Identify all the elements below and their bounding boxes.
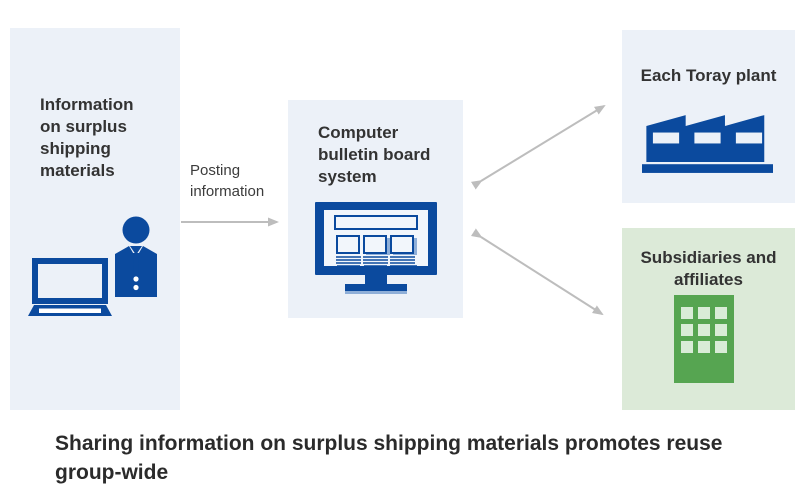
subsidiaries-label: Subsidiaries and affiliates (640, 248, 777, 289)
caption: Sharing information on surplus shipping … (55, 432, 723, 484)
bulletin-system-label: Computer bulletin board system (318, 123, 431, 186)
plant-box: Each Toray plant (622, 30, 795, 203)
person-icon (115, 216, 157, 297)
bulletin-system-box: Computer bulletin board system (288, 100, 463, 318)
subsidiaries-box: Subsidiaries and affiliates (622, 228, 795, 410)
plant-label: Each Toray plant (640, 66, 777, 85)
laptop-icon (28, 258, 112, 316)
arrow-system-plants (470, 104, 606, 190)
monitor-icon (315, 202, 437, 294)
arrow-system-subsidiaries (470, 228, 604, 316)
building-icon (674, 295, 734, 383)
posting-information-label: Posting information (190, 162, 265, 200)
factory-icon (642, 115, 773, 173)
surplus-info-label: Information on surplus shipping material… (40, 95, 134, 180)
surplus-info-box: Information on surplus shipping material… (10, 28, 180, 410)
